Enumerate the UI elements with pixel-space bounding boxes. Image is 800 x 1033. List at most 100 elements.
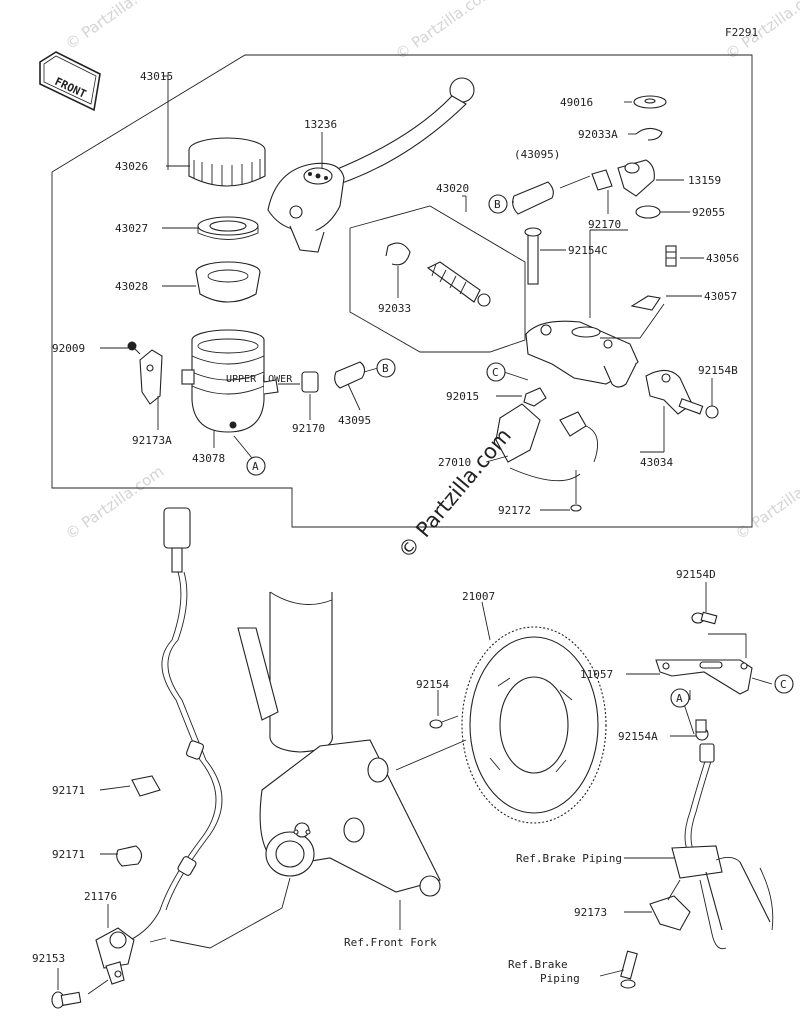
part-label-92173: 92173 (574, 906, 607, 919)
circlip-92033A (635, 127, 663, 141)
part-label-92154D: 92154D (676, 568, 716, 581)
figure-code: F2291 (725, 26, 758, 39)
group-frame (51, 54, 753, 528)
hose-fitting (617, 159, 655, 197)
bolt-92153 (51, 991, 82, 1009)
reservoir-marking: UPPER LOWER (226, 374, 293, 385)
part-label-92171-lower: 92171 (52, 848, 85, 861)
brake-piping (671, 743, 774, 950)
callout-a: A (252, 460, 259, 473)
part-label-92171: 92171 (52, 784, 85, 797)
circlip-92033 (385, 242, 411, 266)
washer-49016 (633, 95, 667, 109)
part-label-13159: 13159 (688, 174, 721, 187)
diaphragm (195, 261, 261, 303)
part-label-21176: 21176 (84, 890, 117, 903)
bolt-92154D (691, 611, 718, 625)
brake-light-switch (495, 403, 599, 482)
part-label-27010: 27010 (438, 456, 471, 469)
part-label-43056: 43056 (706, 252, 739, 265)
part-label-11057: 11057 (580, 668, 613, 681)
piston-kit (426, 261, 491, 307)
wire-clip-upper (131, 775, 161, 797)
callout-b: B (382, 362, 389, 375)
part-label-49016: 49016 (560, 96, 593, 109)
bolt-92154A (695, 719, 709, 741)
part-label-43028: 43028 (115, 280, 148, 293)
ref-brake-piping-2: Ref.Brake (508, 958, 568, 971)
master-cylinder-body (525, 320, 639, 388)
subgroup-frame (349, 205, 526, 353)
brake-lever (267, 77, 475, 253)
part-label-92033A: 92033A (578, 128, 618, 141)
abs-sensor (95, 927, 135, 985)
part-label-92154B: 92154B (698, 364, 738, 377)
hose-upper (512, 181, 554, 215)
part-label-92170-upper: 92170 (588, 218, 621, 231)
part-label-92172: 92172 (498, 504, 531, 517)
callout-b: B (494, 198, 501, 211)
reservoir-hose (334, 361, 366, 389)
part-label-43027: 43027 (115, 222, 148, 235)
callout-c: C (780, 678, 787, 691)
reservoir-body: UPPER LOWER (181, 329, 293, 433)
part-label-92170: 92170 (292, 422, 325, 435)
reference-labels: Ref.Brake Piping Ref.Brake Piping Ref.Fr… (344, 852, 622, 985)
watermark: © Partzilla.com (732, 462, 800, 543)
watermark: © Partzilla.com (62, 0, 167, 53)
disc-bolt (429, 715, 459, 729)
reservoir-cap (188, 137, 266, 187)
watermark-main: © Partzilla.com (393, 424, 516, 564)
leader-lines (57, 75, 773, 995)
bleeder-cap (630, 295, 661, 311)
part-label-13236: 13236 (304, 118, 337, 131)
part-label-92154A: 92154A (618, 730, 658, 743)
part-label-92154C: 92154C (568, 244, 608, 257)
brake-disc (461, 626, 607, 824)
diaphragm-plate (197, 216, 259, 240)
part-label-43095: 43095 (338, 414, 371, 427)
screw-92009 (127, 341, 141, 355)
part-label-43095-ref: (43095) (514, 148, 560, 161)
hose-clamp (301, 371, 319, 393)
part-label-43020: 43020 (436, 182, 469, 195)
screw-92172 (570, 470, 582, 512)
bolt-92154C (524, 227, 542, 285)
nut-92015 (523, 387, 547, 407)
part-label-21007: 21007 (462, 590, 495, 603)
part-label-92153: 92153 (32, 952, 65, 965)
part-label-92033: 92033 (378, 302, 411, 315)
part-label-43026: 43026 (115, 160, 148, 173)
wire-clip-lower (116, 845, 143, 867)
front-arrow-badge: FRONT (39, 51, 101, 112)
callout-c: C (492, 366, 499, 379)
banjo-bolt (620, 950, 638, 989)
pipe-clamp (649, 895, 691, 931)
ref-front-fork: Ref.Front Fork (344, 936, 437, 949)
watermark: © Partzilla.com (62, 462, 167, 543)
o-ring-92055 (635, 205, 661, 219)
part-label-92015: 92015 (446, 390, 479, 403)
front-fork (237, 591, 441, 897)
part-label-92154: 92154 (416, 678, 449, 691)
bolt-92154B (678, 398, 719, 419)
part-labels: 43015 13236 43026 43027 43028 92009 9217… (32, 70, 739, 965)
part-label-43057: 43057 (704, 290, 737, 303)
ref-brake-piping-2b: Piping (540, 972, 580, 985)
part-label-43034: 43034 (640, 456, 673, 469)
part-label-43078: 43078 (192, 452, 225, 465)
part-label-92009: 92009 (52, 342, 85, 355)
abs-sensor-harness (129, 507, 223, 941)
hose-clip-upper (591, 169, 613, 191)
part-label-92173A: 92173A (132, 434, 172, 447)
watermark: © Partzilla.com (392, 0, 497, 63)
part-label-43015: 43015 (140, 70, 173, 83)
ref-brake-piping: Ref.Brake Piping (516, 852, 622, 865)
hose-bracket (655, 659, 753, 695)
reservoir-bracket (139, 349, 163, 405)
callout-a: A (676, 692, 683, 705)
part-label-92055: 92055 (692, 206, 725, 219)
bleed-valve (665, 245, 677, 267)
callout-markers: A B B C A C (246, 194, 794, 708)
